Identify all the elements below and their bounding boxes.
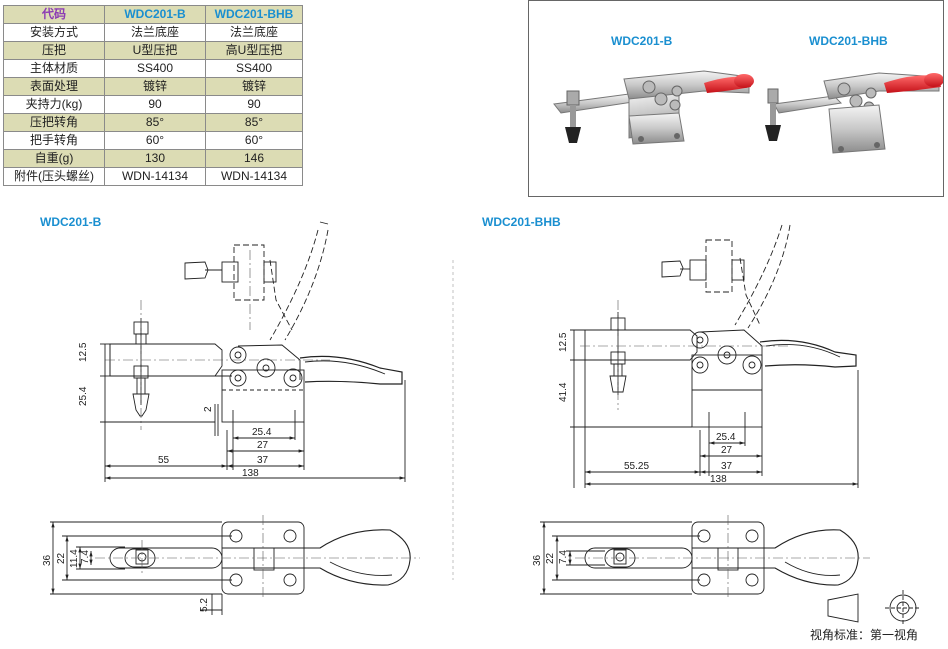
dim-text: 55.25 xyxy=(624,461,649,472)
spec-row-label: 压把 xyxy=(3,41,105,60)
dim-text: 12.5 xyxy=(558,332,569,352)
spec-row-v1: SS400 xyxy=(104,59,206,78)
dim-text: 11.4 xyxy=(69,549,80,568)
spec-row-v1: 85° xyxy=(104,113,206,132)
left-side-view xyxy=(100,221,406,482)
spec-row-v2: SS400 xyxy=(205,59,303,78)
left-top-view xyxy=(50,515,420,615)
dim-text: 138 xyxy=(242,468,259,479)
photo-label-right: WDC201-BHB xyxy=(809,34,888,48)
dim-text: 37 xyxy=(257,455,269,466)
spec-header-row: 代码 WDC201-B WDC201-BHB xyxy=(3,5,303,24)
dim-text: 2 xyxy=(203,406,214,412)
drawing-title-left: WDC201-B xyxy=(40,215,102,229)
spec-row-v1: U型压把 xyxy=(104,41,206,60)
spec-row-label: 把手转角 xyxy=(3,131,105,150)
spec-row-label: 附件(压头螺丝) xyxy=(3,167,105,186)
projection-note: 视角标准：第一视角 xyxy=(810,628,919,642)
dim-text: 27 xyxy=(257,440,269,451)
spec-row-label: 主体材质 xyxy=(3,59,105,78)
drawing-title-right: WDC201-BHB xyxy=(482,215,561,229)
product-photo-panel: WDC201-B WDC201-BHB xyxy=(528,0,944,197)
dim-text: 22 xyxy=(545,552,556,564)
spec-row-v2: WDN-14134 xyxy=(205,167,303,186)
dim-text: 37 xyxy=(721,461,733,472)
dim-text: 36 xyxy=(532,554,543,566)
spec-header-col1: WDC201-B xyxy=(104,5,206,24)
right-top-view xyxy=(540,515,870,600)
spec-row-v2: 高U型压把 xyxy=(205,41,303,60)
spec-header-label: 代码 xyxy=(3,5,105,24)
dim-text: 22 xyxy=(56,552,67,564)
spec-header-col2: WDC201-BHB xyxy=(205,5,303,24)
first-angle-projection-icon xyxy=(827,590,921,626)
dim-text: 27 xyxy=(721,445,733,456)
clamp-photo-left xyxy=(553,70,754,145)
dim-text: 41.4 xyxy=(558,382,569,402)
spec-row-v1: WDN-14134 xyxy=(104,167,206,186)
dim-text: 138 xyxy=(710,474,727,485)
clamp-photos-illustration xyxy=(553,70,943,154)
spec-row-label: 压把转角 xyxy=(3,113,105,132)
right-side-view xyxy=(570,224,859,488)
dim-text: 5.2 xyxy=(199,598,210,612)
dim-text: 12.5 xyxy=(78,342,89,362)
dim-text: 25.4 xyxy=(716,432,736,443)
dim-text: 7.4 xyxy=(558,550,569,564)
dim-text: 36 xyxy=(42,554,53,566)
photo-label-left: WDC201-B xyxy=(611,34,673,48)
spec-row-v2: 法兰底座 xyxy=(205,23,303,42)
spec-row-v2: 镀锌 xyxy=(205,77,303,96)
clamp-photo-right xyxy=(765,72,943,154)
spec-row: 表面处理镀锌镀锌 xyxy=(3,77,303,96)
dim-text: 7.4 xyxy=(80,550,91,564)
spec-row-label: 安装方式 xyxy=(3,23,105,42)
dim-text: 25.4 xyxy=(78,386,89,406)
dim-text: 25.4 xyxy=(252,427,272,438)
dim-text: 55 xyxy=(158,455,170,466)
spec-row-v2: 85° xyxy=(205,113,303,132)
spec-row-label: 表面处理 xyxy=(3,77,105,96)
